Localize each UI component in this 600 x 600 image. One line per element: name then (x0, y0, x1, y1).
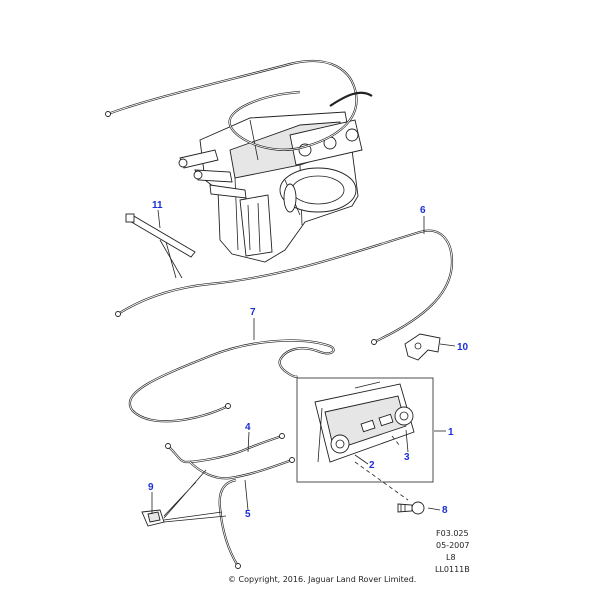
clip-9 (141, 469, 227, 527)
cable-4 (165, 433, 295, 480)
fastener-path (354, 435, 409, 501)
screw-8 (397, 501, 425, 515)
callout-6: 6 (420, 205, 426, 216)
callout-3: 3 (404, 452, 410, 463)
reference-illustration: LL0111B (435, 565, 470, 574)
reference-code: F03.025 (436, 529, 469, 538)
reference-model: L8 (446, 553, 456, 562)
callout-2: 2 (369, 460, 375, 471)
copyright: © Copyright, 2016. Jaguar Land Rover Lim… (228, 575, 416, 584)
control-module-1 (296, 377, 434, 483)
callout-4: 4 (245, 422, 251, 433)
upper-cable (105, 59, 373, 151)
callout-labels: 11 6 7 10 1 4 2 3 9 8 5 (148, 200, 469, 520)
callout-1: 1 (448, 427, 454, 438)
heater-unit-assembly (178, 111, 363, 263)
cable-6 (115, 229, 454, 345)
cable-tie-11 (125, 213, 196, 279)
leader-lines (151, 209, 456, 514)
callout-7: 7 (250, 307, 256, 318)
cable-7 (128, 339, 335, 423)
callout-10: 10 (457, 342, 469, 353)
callout-5: 5 (245, 509, 251, 520)
reference-date: 05-2007 (436, 541, 469, 550)
callout-11: 11 (152, 200, 163, 211)
bracket-10 (404, 333, 441, 361)
callout-8: 8 (442, 505, 448, 516)
callout-9: 9 (148, 482, 154, 493)
reference-block: F03.025 05-2007 L8 LL0111B (435, 529, 470, 574)
cable-5 (218, 478, 241, 569)
